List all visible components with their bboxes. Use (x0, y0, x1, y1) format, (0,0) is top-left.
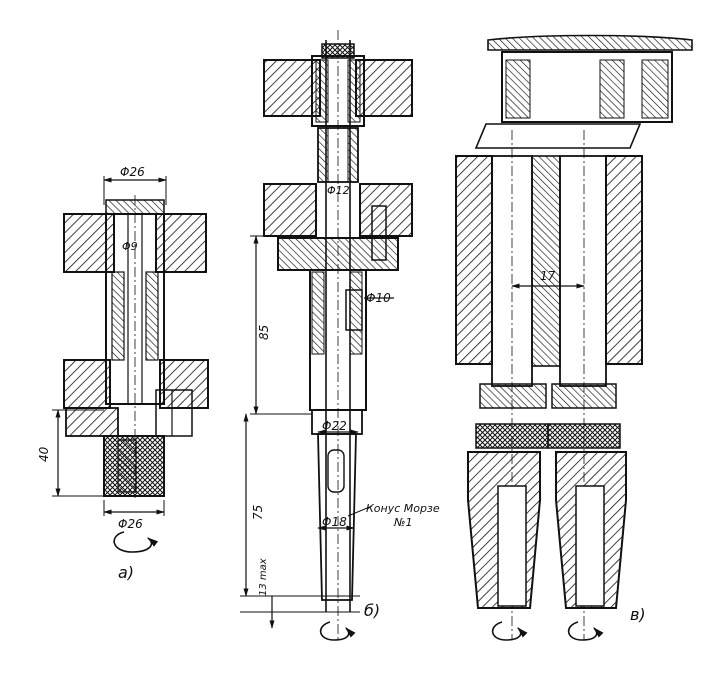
dim-pin-diameter-b: Φ10 (366, 291, 391, 305)
taper-note-line2-b: №1 (393, 516, 412, 529)
caption-c: в) (630, 605, 646, 624)
drawing-a: Φ26 Φ9 40 Φ26 а) (37, 165, 209, 582)
caption-a: а) (118, 563, 134, 582)
rotation-arrow-b (319, 621, 356, 641)
rotation-arrow-c-left (491, 621, 528, 641)
dim-upper-length-b: 85 (257, 325, 271, 340)
caption-b: б) (364, 601, 380, 620)
dim-center-distance-c: 17 (540, 269, 556, 283)
dim-top-diameter-a: Φ26 (120, 165, 145, 179)
dim-inner-diameter-a: Φ9 (122, 240, 138, 253)
rotation-arrow-a (113, 531, 159, 553)
dim-lower-diameter-b: Φ18 (322, 515, 347, 529)
dim-lower-length-b: 75 (251, 505, 265, 520)
dim-spindle-diameter-b: Φ12 (327, 184, 350, 197)
dim-height-a: 40 (37, 446, 51, 462)
drawing-b: Φ12 85 Φ10 Φ22 75 Конус Морзе №1 Φ18 13 … (240, 30, 440, 641)
dim-mid-diameter-b: Φ22 (322, 419, 347, 433)
dim-max-travel-b: 13 max (258, 558, 269, 596)
drawing-c: 17 в) (455, 34, 693, 641)
dim-bottom-diameter-a: Φ26 (118, 517, 143, 531)
rotation-arrow-c-right (567, 621, 604, 641)
taper-note-line1-b: Конус Морзе (366, 502, 440, 515)
